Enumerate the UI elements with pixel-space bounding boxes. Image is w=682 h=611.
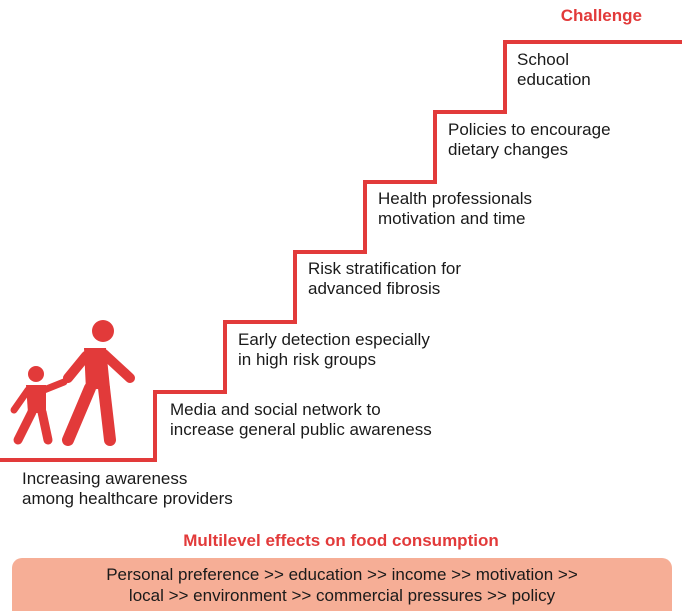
factors-box: Personal preference >> education >> inco…: [12, 558, 672, 611]
step-2-label: Media and social network to increase gen…: [170, 400, 432, 439]
step-6-label: Policies to encourage dietary changes: [448, 120, 611, 159]
step-7-label: School education: [517, 50, 591, 89]
step-5-label: Health professionals motivation and time: [378, 189, 533, 228]
challenge-label: Challenge: [560, 6, 642, 25]
step-3-label: Early detection especially in high risk …: [238, 330, 430, 369]
step-4-label: Risk stratification for advanced fibrosi…: [308, 259, 462, 298]
staircase-line: [0, 40, 682, 462]
step-1-label: Increasing awareness among healthcare pr…: [22, 469, 233, 508]
adult-and-child-walking-icon: [10, 320, 135, 446]
multilevel-title: Multilevel effects on food consumption: [183, 531, 499, 550]
